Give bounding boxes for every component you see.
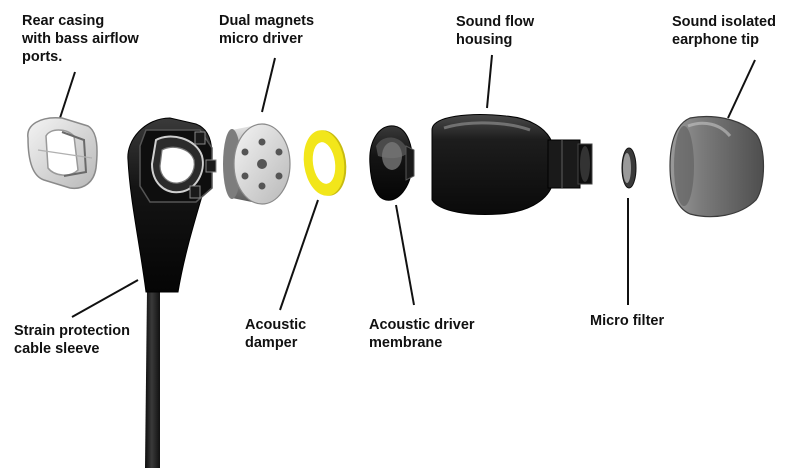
- label-acoustic-damper-line-2: damper: [245, 335, 298, 351]
- label-strain-protection: Strain protection cable sleeve: [14, 322, 130, 358]
- label-rear-casing-line-2: with bass airflow: [22, 31, 139, 47]
- label-dual-magnets-line-2: micro driver: [219, 31, 303, 47]
- label-earphone-tip-line-2: earphone tip: [672, 32, 760, 48]
- strain-sleeve-part: [127, 117, 217, 468]
- driver-membrane-part: [369, 125, 415, 201]
- label-driver-membrane: Acoustic driver membrane: [369, 316, 475, 352]
- label-driver-membrane-line-2: membrane: [369, 335, 443, 351]
- micro-filter-part: [621, 147, 637, 189]
- leader-lines: [59, 54, 756, 318]
- earphone-tip-part: [669, 115, 765, 218]
- leader-acoustic-damper: [279, 199, 319, 311]
- leader-driver-membrane: [395, 204, 415, 306]
- acoustic-damper-part: [303, 130, 347, 196]
- sound-flow-housing-part: [431, 114, 593, 215]
- leader-rear-casing: [59, 71, 76, 119]
- label-micro-filter-line-1: Micro filter: [590, 313, 665, 329]
- leader-dual-magnets: [261, 57, 276, 113]
- label-sound-flow: Sound flow housing: [456, 13, 534, 49]
- label-sound-flow-line-2: housing: [456, 32, 513, 48]
- label-strain-protection-line-2: cable sleeve: [14, 341, 100, 357]
- label-dual-magnets: Dual magnets micro driver: [219, 12, 314, 48]
- label-rear-casing-line-1: Rear casing: [22, 13, 105, 29]
- label-micro-filter: Micro filter: [590, 312, 664, 330]
- label-acoustic-damper-line-1: Acoustic: [245, 317, 307, 333]
- rear-casing-part: [27, 117, 98, 190]
- leader-earphone-tip: [727, 59, 756, 119]
- label-driver-membrane-line-1: Acoustic driver: [369, 317, 475, 333]
- label-rear-casing-line-3: ports.: [22, 49, 63, 65]
- label-earphone-tip: Sound isolated earphone tip: [672, 13, 776, 49]
- micro-driver-part: [223, 123, 291, 205]
- leader-strain-protection: [71, 279, 139, 318]
- leader-sound-flow: [486, 54, 493, 109]
- label-earphone-tip-line-1: Sound isolated: [672, 14, 776, 30]
- label-sound-flow-line-1: Sound flow: [456, 14, 535, 30]
- label-dual-magnets-line-1: Dual magnets: [219, 13, 315, 29]
- label-strain-protection-line-1: Strain protection: [14, 323, 131, 339]
- label-rear-casing: Rear casing with bass airflow ports.: [22, 12, 139, 66]
- label-acoustic-damper: Acoustic damper: [245, 316, 306, 352]
